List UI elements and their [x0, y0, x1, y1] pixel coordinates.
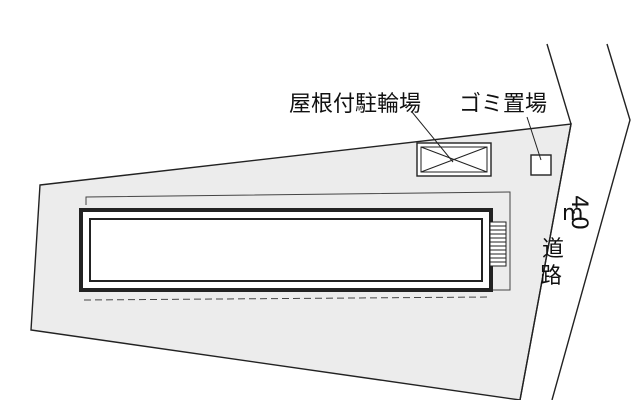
building-inner-border: [89, 218, 483, 282]
garbage-area-leader: [526, 116, 542, 161]
building: [79, 208, 493, 292]
road-label-char-2: 路: [540, 264, 562, 289]
road-unit-label: m: [562, 201, 583, 226]
road-width-label: 4.0: [566, 195, 591, 230]
garbage-area-label: ゴミ置場: [459, 92, 547, 117]
bicycle-parking-label: 屋根付駐輪場: [289, 92, 421, 117]
road-edge-left: [519, 43, 572, 400]
road-edge-right: [551, 43, 631, 400]
bicycle-parking-leader: [411, 111, 454, 163]
garbage-area-symbol: [530, 154, 552, 176]
stairs: [489, 221, 507, 267]
road-label-char-1: 道: [542, 237, 564, 262]
building-outline: [85, 191, 511, 291]
bicycle-parking-symbol: [416, 142, 492, 177]
balcony-dashed-line: [83, 296, 491, 301]
